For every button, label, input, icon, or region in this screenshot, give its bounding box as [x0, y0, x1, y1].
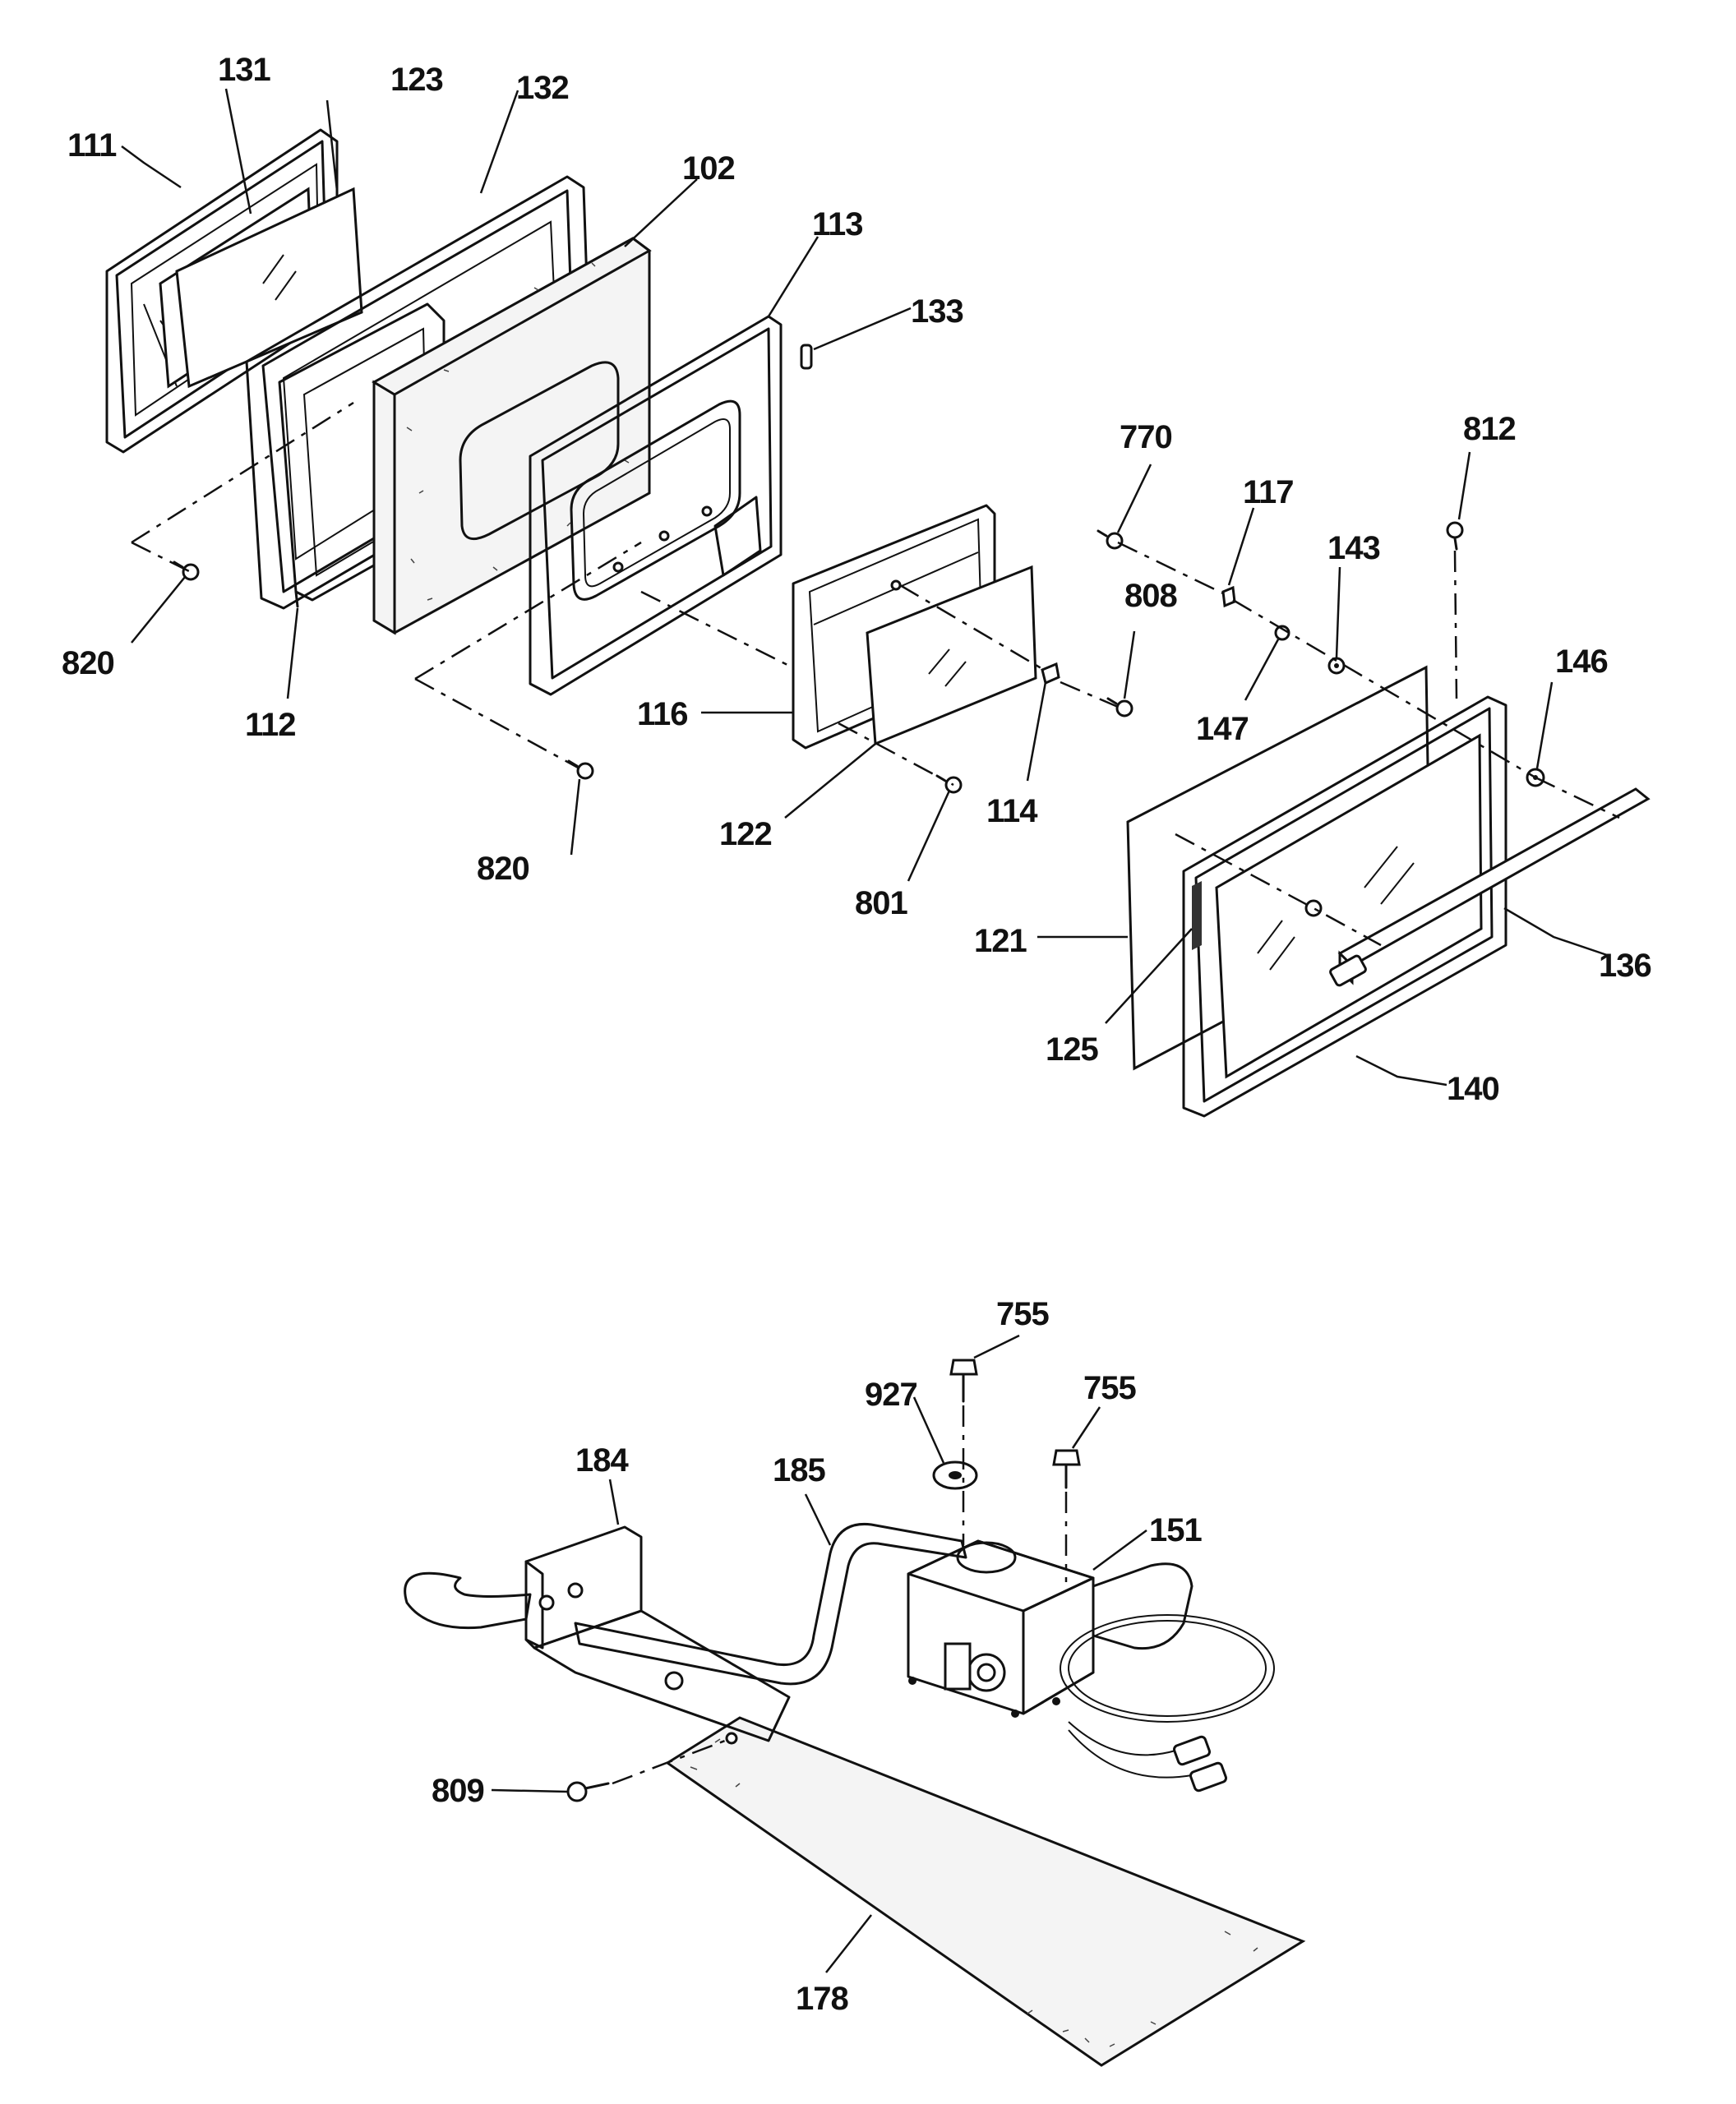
label-112: 112: [245, 707, 296, 743]
part-133-clip: [800, 344, 813, 370]
label-133: 133: [911, 293, 963, 330]
part-122-window-glass: [866, 565, 1037, 746]
label-178: 178: [796, 1981, 848, 2017]
label-927: 927: [865, 1377, 917, 1413]
screw-812: [1446, 521, 1464, 551]
label-184: 184: [575, 1442, 629, 1479]
screw-820-lower: [567, 759, 594, 780]
screw-755-right: [1052, 1449, 1081, 1489]
label-136: 136: [1599, 948, 1651, 984]
screw-770: [1097, 529, 1124, 550]
label-801: 801: [855, 885, 907, 921]
part-125-trim-strip: [1192, 881, 1202, 950]
label-125: 125: [1046, 1031, 1098, 1068]
washer-927: [932, 1460, 978, 1490]
label-114: 114: [986, 793, 1038, 829]
label-132: 132: [516, 70, 569, 106]
part-136-handle: [1329, 787, 1651, 987]
label-131: 131: [218, 52, 270, 88]
label-770: 770: [1120, 419, 1172, 455]
label-755-right: 755: [1083, 1370, 1136, 1406]
label-820-upper: 820: [62, 645, 114, 681]
label-116: 116: [637, 696, 688, 732]
label-151: 151: [1149, 1512, 1202, 1548]
label-146: 146: [1555, 644, 1608, 680]
label-820-lower: 820: [477, 851, 529, 887]
label-147: 147: [1196, 711, 1249, 747]
label-121: 121: [974, 923, 1027, 959]
part-151-lock-motor: [907, 1539, 1275, 1793]
label-809: 809: [432, 1773, 484, 1809]
screw-808: [1106, 697, 1133, 717]
label-123: 123: [390, 62, 443, 98]
screw-809: [566, 1781, 610, 1802]
label-122: 122: [719, 816, 772, 852]
assembly-lines-upper: [131, 401, 1620, 947]
label-102: 102: [682, 150, 735, 187]
label-808: 808: [1124, 578, 1177, 614]
part-123-glass-panel: [175, 187, 363, 389]
washer-147: [1274, 625, 1290, 641]
label-143: 143: [1327, 530, 1380, 566]
assembly-lines-lower: [612, 1405, 1068, 1785]
label-755-top: 755: [996, 1296, 1049, 1332]
label-185: 185: [773, 1452, 825, 1488]
leader-lines-lower: [491, 1334, 1147, 1973]
label-140: 140: [1447, 1071, 1499, 1107]
part-184-latch-hook: [404, 1525, 791, 1745]
clip-117: [1221, 585, 1236, 608]
callout-labels: 111 131 123 132 102 113 133 770 117 143 …: [62, 52, 1652, 2017]
washer-front: [1304, 899, 1323, 917]
part-114-bracket: [1041, 662, 1060, 685]
part-102-insulation: [372, 237, 652, 635]
screw-755-left: [949, 1359, 978, 1403]
label-111: 111: [67, 127, 117, 164]
part-140-outer-frame: [1182, 695, 1507, 1118]
label-113: 113: [812, 206, 863, 242]
label-117: 117: [1243, 474, 1294, 510]
part-185-link-bar: [574, 1522, 967, 1686]
label-812: 812: [1463, 411, 1516, 447]
leader-lines-upper: [121, 88, 1608, 1087]
part-178-insulation-pad: [665, 1716, 1306, 2067]
